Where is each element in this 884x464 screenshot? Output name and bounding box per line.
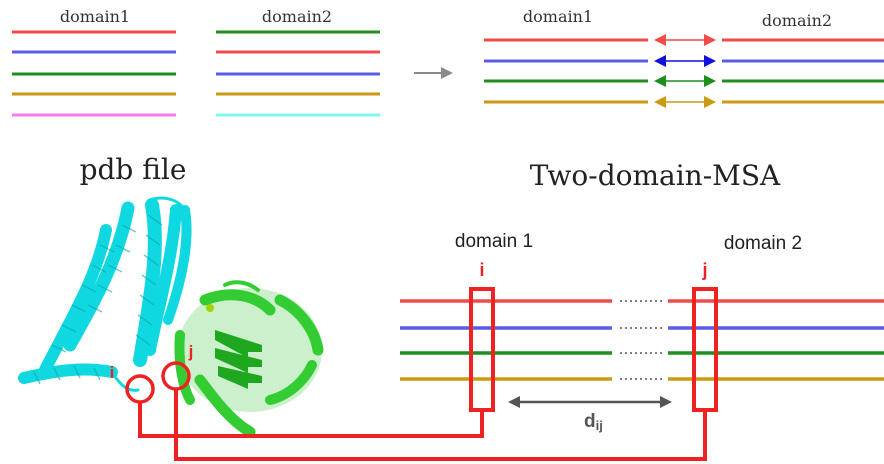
- helix-6: [163, 205, 192, 325]
- beta-strand-2: [215, 348, 262, 373]
- helix-stripe: [53, 367, 61, 381]
- top-right-paired-msa: domain1 domain2: [484, 7, 884, 108]
- top-left-domain1-lines: [12, 30, 176, 117]
- transition-arrow: [414, 67, 453, 79]
- helix-stripe: [141, 274, 157, 286]
- helix-stripe: [107, 264, 123, 273]
- loop-2: [110, 370, 140, 392]
- beta-strand-3: [218, 366, 262, 389]
- helix-3: [63, 201, 135, 352]
- helix-4: [39, 224, 112, 376]
- pairing-arrow-left-head: [654, 96, 666, 108]
- pairing-arrow-right-head: [704, 34, 716, 46]
- green-loop-1: [223, 280, 260, 292]
- green-helix-3: [194, 374, 256, 438]
- bottom-msa-lines: [400, 299, 884, 381]
- green-helix-4: [265, 360, 317, 405]
- beta-strand-1: [215, 330, 262, 358]
- helix-stripe: [87, 304, 103, 313]
- helix-stripe: [145, 234, 161, 246]
- bottom-domain2-label: domain 2: [724, 233, 802, 254]
- connector-j: [174, 389, 707, 461]
- helix-stripe: [91, 264, 107, 273]
- helix-stripe: [137, 314, 153, 326]
- helix-texture: [33, 214, 163, 385]
- column-j-box: [692, 287, 718, 412]
- helix-stripe: [115, 244, 131, 253]
- pairing-arrow-right-head: [704, 96, 716, 108]
- top-left-domain2-lines: [216, 30, 380, 117]
- pdb-file-title: pdb file: [80, 153, 187, 186]
- helix-stripe: [71, 304, 87, 313]
- distance-label: dij: [584, 411, 603, 433]
- pairing-arrow-left-head: [654, 55, 666, 67]
- residue-i-label: i: [110, 363, 115, 382]
- top-left-domain2-label: domain2: [262, 7, 332, 26]
- green-domain: [174, 280, 324, 438]
- green-helix-1: [199, 289, 276, 316]
- top-right-paired-lines: [484, 34, 884, 108]
- column-i-label: i: [479, 260, 484, 280]
- helix-stripe: [139, 294, 155, 306]
- helix-stripe: [147, 214, 163, 226]
- helix-stripe: [33, 371, 41, 385]
- top-left-domain1-label: domain1: [60, 7, 130, 26]
- helix-stripe: [73, 365, 81, 379]
- helix-2: [144, 204, 182, 356]
- two-domain-msa-title: Two-domain-MSA: [530, 159, 781, 192]
- helix-5: [18, 363, 118, 384]
- cyan-helix-domain: [18, 196, 192, 392]
- pairing-arrow-left-head: [654, 34, 666, 46]
- helix-stripe: [97, 284, 113, 293]
- distance-label-sub: ij: [596, 418, 603, 433]
- helix-stripe: [121, 224, 137, 233]
- helix-stripe: [81, 284, 97, 293]
- distance-arrow: [508, 396, 672, 408]
- helix-stripe: [135, 334, 151, 346]
- connector-lines: [138, 389, 707, 461]
- green-beta-sheet: [215, 330, 262, 389]
- helix-stripe: [99, 244, 115, 253]
- helix-stripe: [93, 367, 101, 381]
- distance-arrow-right-head: [660, 396, 672, 408]
- connector-i: [138, 402, 484, 438]
- column-j-label: j: [701, 260, 707, 280]
- top-right-domain1-label: domain1: [523, 7, 593, 26]
- pairing-arrow-right-head: [704, 75, 716, 87]
- helix-stripe: [143, 254, 159, 266]
- pairing-arrow-left-head: [654, 75, 666, 87]
- bottom-domain1-label: domain 1: [455, 231, 533, 252]
- ligand-dot: [206, 304, 214, 312]
- green-helix-2: [274, 294, 324, 356]
- loop-1: [148, 196, 188, 214]
- bottom-msa-group: domain 1 domain 2 i j dij: [400, 231, 884, 433]
- column-i-box: [469, 287, 495, 412]
- helix-stripe: [51, 344, 67, 353]
- distance-arrow-left-head: [508, 396, 520, 408]
- pairing-arrow-right-head: [704, 55, 716, 67]
- green-helix-5: [174, 330, 195, 405]
- protein-structure: i j: [18, 196, 324, 438]
- transition-arrow-head: [441, 67, 453, 79]
- top-right-domain2-label: domain2: [762, 11, 832, 30]
- distance-label-main: d: [584, 411, 596, 432]
- helix-stripe: [61, 324, 77, 333]
- residue-j-label: j: [188, 342, 194, 361]
- top-left-msa-group: domain1 domain2: [12, 7, 380, 117]
